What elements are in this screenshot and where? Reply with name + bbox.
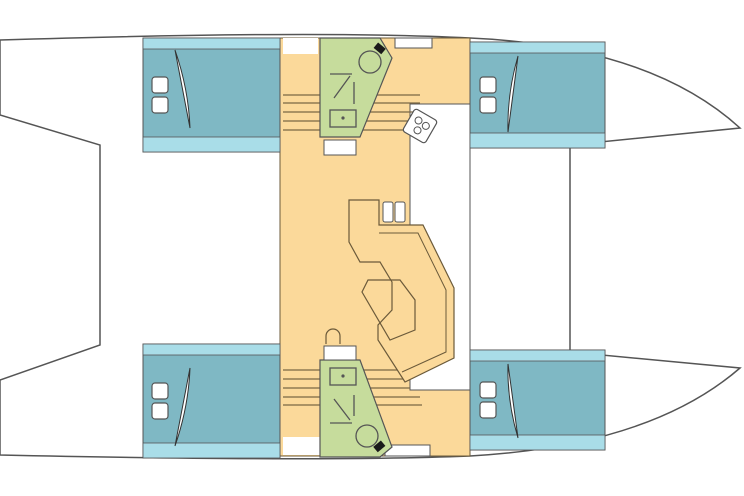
cabin-strip (142, 136, 281, 153)
pillow-icon (151, 402, 169, 420)
pillow-icon (479, 76, 497, 94)
bed-sheet-icon (174, 49, 191, 129)
sink-icon (329, 367, 357, 386)
drain-icon (341, 374, 345, 378)
cabin-top-right (469, 41, 606, 149)
pillow-icon (151, 96, 169, 114)
cabin-bottom-right (469, 349, 606, 451)
cabin-strip (469, 41, 606, 54)
hatch-icon (325, 328, 341, 344)
pillow-icon (151, 76, 169, 94)
bed-sheet-icon (507, 363, 519, 439)
open-area-top-right (394, 37, 433, 49)
sink-icon (329, 109, 357, 128)
cabin-strip (142, 442, 281, 459)
shower-icon (330, 73, 355, 104)
drain-icon (341, 116, 345, 120)
pillow-icon (479, 96, 497, 114)
open-area-bottom (283, 437, 320, 455)
head-door-bottom (323, 345, 357, 361)
toilet-seat (373, 42, 386, 55)
galley-counter (348, 199, 455, 383)
pillow-icon (479, 401, 497, 419)
cabin-strip (469, 132, 606, 149)
cabin-strip (469, 434, 606, 451)
cabin-strip (142, 37, 281, 50)
shower-icon (330, 395, 355, 424)
cabin-top-left (142, 37, 281, 153)
stove-icon (402, 108, 438, 144)
toilet-seat (373, 440, 386, 453)
galley-counter-inner (379, 232, 447, 373)
salon (279, 37, 471, 457)
head-bottom (319, 345, 393, 458)
cabin-strip (469, 349, 606, 362)
head-door-top (323, 139, 357, 156)
toilet-icon (355, 424, 379, 448)
head-top (319, 37, 393, 156)
open-area-top (283, 38, 318, 54)
bed-sheet-icon (174, 367, 191, 447)
pillow-icon (479, 381, 497, 399)
salon-table (361, 279, 416, 341)
cabin-bottom-left (142, 343, 281, 459)
cabin-strip (142, 343, 281, 356)
bed-sheet-icon (507, 55, 519, 133)
pillow-icon (151, 382, 169, 400)
seat-icons (382, 201, 406, 223)
toilet-icon (358, 50, 382, 74)
